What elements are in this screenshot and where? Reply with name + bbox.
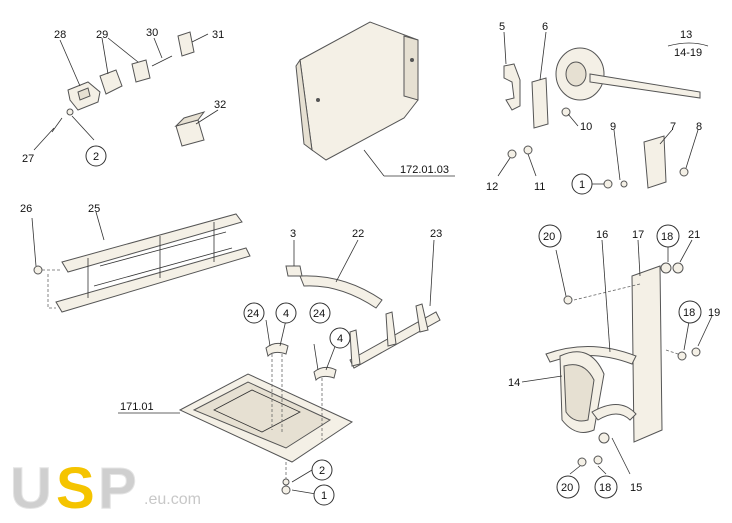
callout-28: 28 — [54, 29, 66, 41]
callout-15: 15 — [630, 482, 642, 494]
callout-16: 16 — [596, 229, 608, 241]
callout-23: 23 — [430, 228, 442, 240]
floor-plate — [118, 354, 354, 495]
callout-21: 21 — [688, 229, 700, 241]
leaders-top-left — [33, 33, 219, 151]
fender-panel — [295, 21, 455, 177]
callout-2-bottom: 2 — [319, 465, 325, 477]
callout-24-circle-right — [309, 302, 331, 324]
callout-13-range: 14-19 — [674, 47, 702, 59]
callout-20-circle-bottom — [556, 475, 580, 499]
reference-172: 172.01.03 — [400, 164, 449, 176]
callout-14: 14 — [508, 377, 520, 389]
callout-8: 8 — [696, 121, 702, 133]
callout-18-mid: 18 — [683, 307, 695, 319]
callout-18-bottom: 18 — [599, 482, 611, 494]
callout-7: 7 — [670, 121, 676, 133]
callout-6: 6 — [542, 21, 548, 33]
callout-18-circle-mid — [678, 300, 702, 324]
reference-171: 171.01 — [120, 401, 154, 413]
callout-13: 13 — [680, 29, 692, 41]
callout-18-top: 18 — [661, 231, 673, 243]
callout-18-circle-bottom — [594, 475, 618, 499]
callout-24-circle-left — [243, 302, 265, 324]
callout-10: 10 — [580, 121, 592, 133]
callout-30: 30 — [146, 27, 158, 39]
callout-1-bottom: 1 — [321, 490, 327, 502]
callout-20-circle-top — [538, 224, 562, 248]
callout-1-circle-bottom — [313, 484, 335, 506]
callout-2-circle-bottom — [311, 459, 333, 481]
callout-32: 32 — [214, 99, 226, 111]
callout-24-left: 24 — [247, 308, 259, 320]
callout-11: 11 — [534, 181, 545, 193]
bar-and-bracket-group — [265, 239, 441, 381]
bracket-group-top-left — [51, 31, 206, 147]
tank-strap-group — [521, 239, 713, 475]
callout-1-circle-right — [571, 173, 593, 195]
usp-logo-watermark: U S P .eu.com — [10, 456, 201, 522]
callout-4-right: 4 — [337, 333, 343, 345]
callout-2-top: 2 — [93, 151, 99, 163]
logo-letter-s: S — [56, 456, 95, 518]
callout-18-circle-top — [656, 224, 680, 248]
callout-3: 3 — [290, 228, 296, 240]
callout-25: 25 — [88, 203, 100, 215]
callout-4-circle-right — [329, 327, 351, 349]
callout-2-circle-top — [85, 145, 107, 167]
callout-5: 5 — [499, 21, 505, 33]
callout-labels: 28 29 30 31 32 27 2 172.01.03 5 6 13 14-… — [20, 21, 720, 506]
callout-9: 9 — [610, 121, 616, 133]
callout-20-bottom: 20 — [561, 482, 573, 494]
logo-letter-u: U — [10, 456, 52, 518]
callout-29: 29 — [96, 29, 108, 41]
callout-22: 22 — [352, 228, 364, 240]
callout-27: 27 — [22, 153, 34, 165]
callout-4-left: 4 — [283, 308, 289, 320]
callout-17: 17 — [632, 229, 644, 241]
callout-4-circle-left — [275, 302, 297, 324]
logo-domain: .eu.com — [144, 491, 201, 508]
callout-12: 12 — [486, 181, 498, 193]
callout-24-right: 24 — [313, 308, 325, 320]
callout-19: 19 — [708, 307, 720, 319]
step-assembly — [31, 211, 251, 313]
callout-31: 31 — [212, 29, 224, 41]
logo-letter-p: P — [98, 456, 137, 518]
callout-1-right: 1 — [579, 179, 585, 191]
callout-20-top: 20 — [543, 231, 555, 243]
mirror-group — [497, 31, 709, 189]
callout-26: 26 — [20, 203, 32, 215]
